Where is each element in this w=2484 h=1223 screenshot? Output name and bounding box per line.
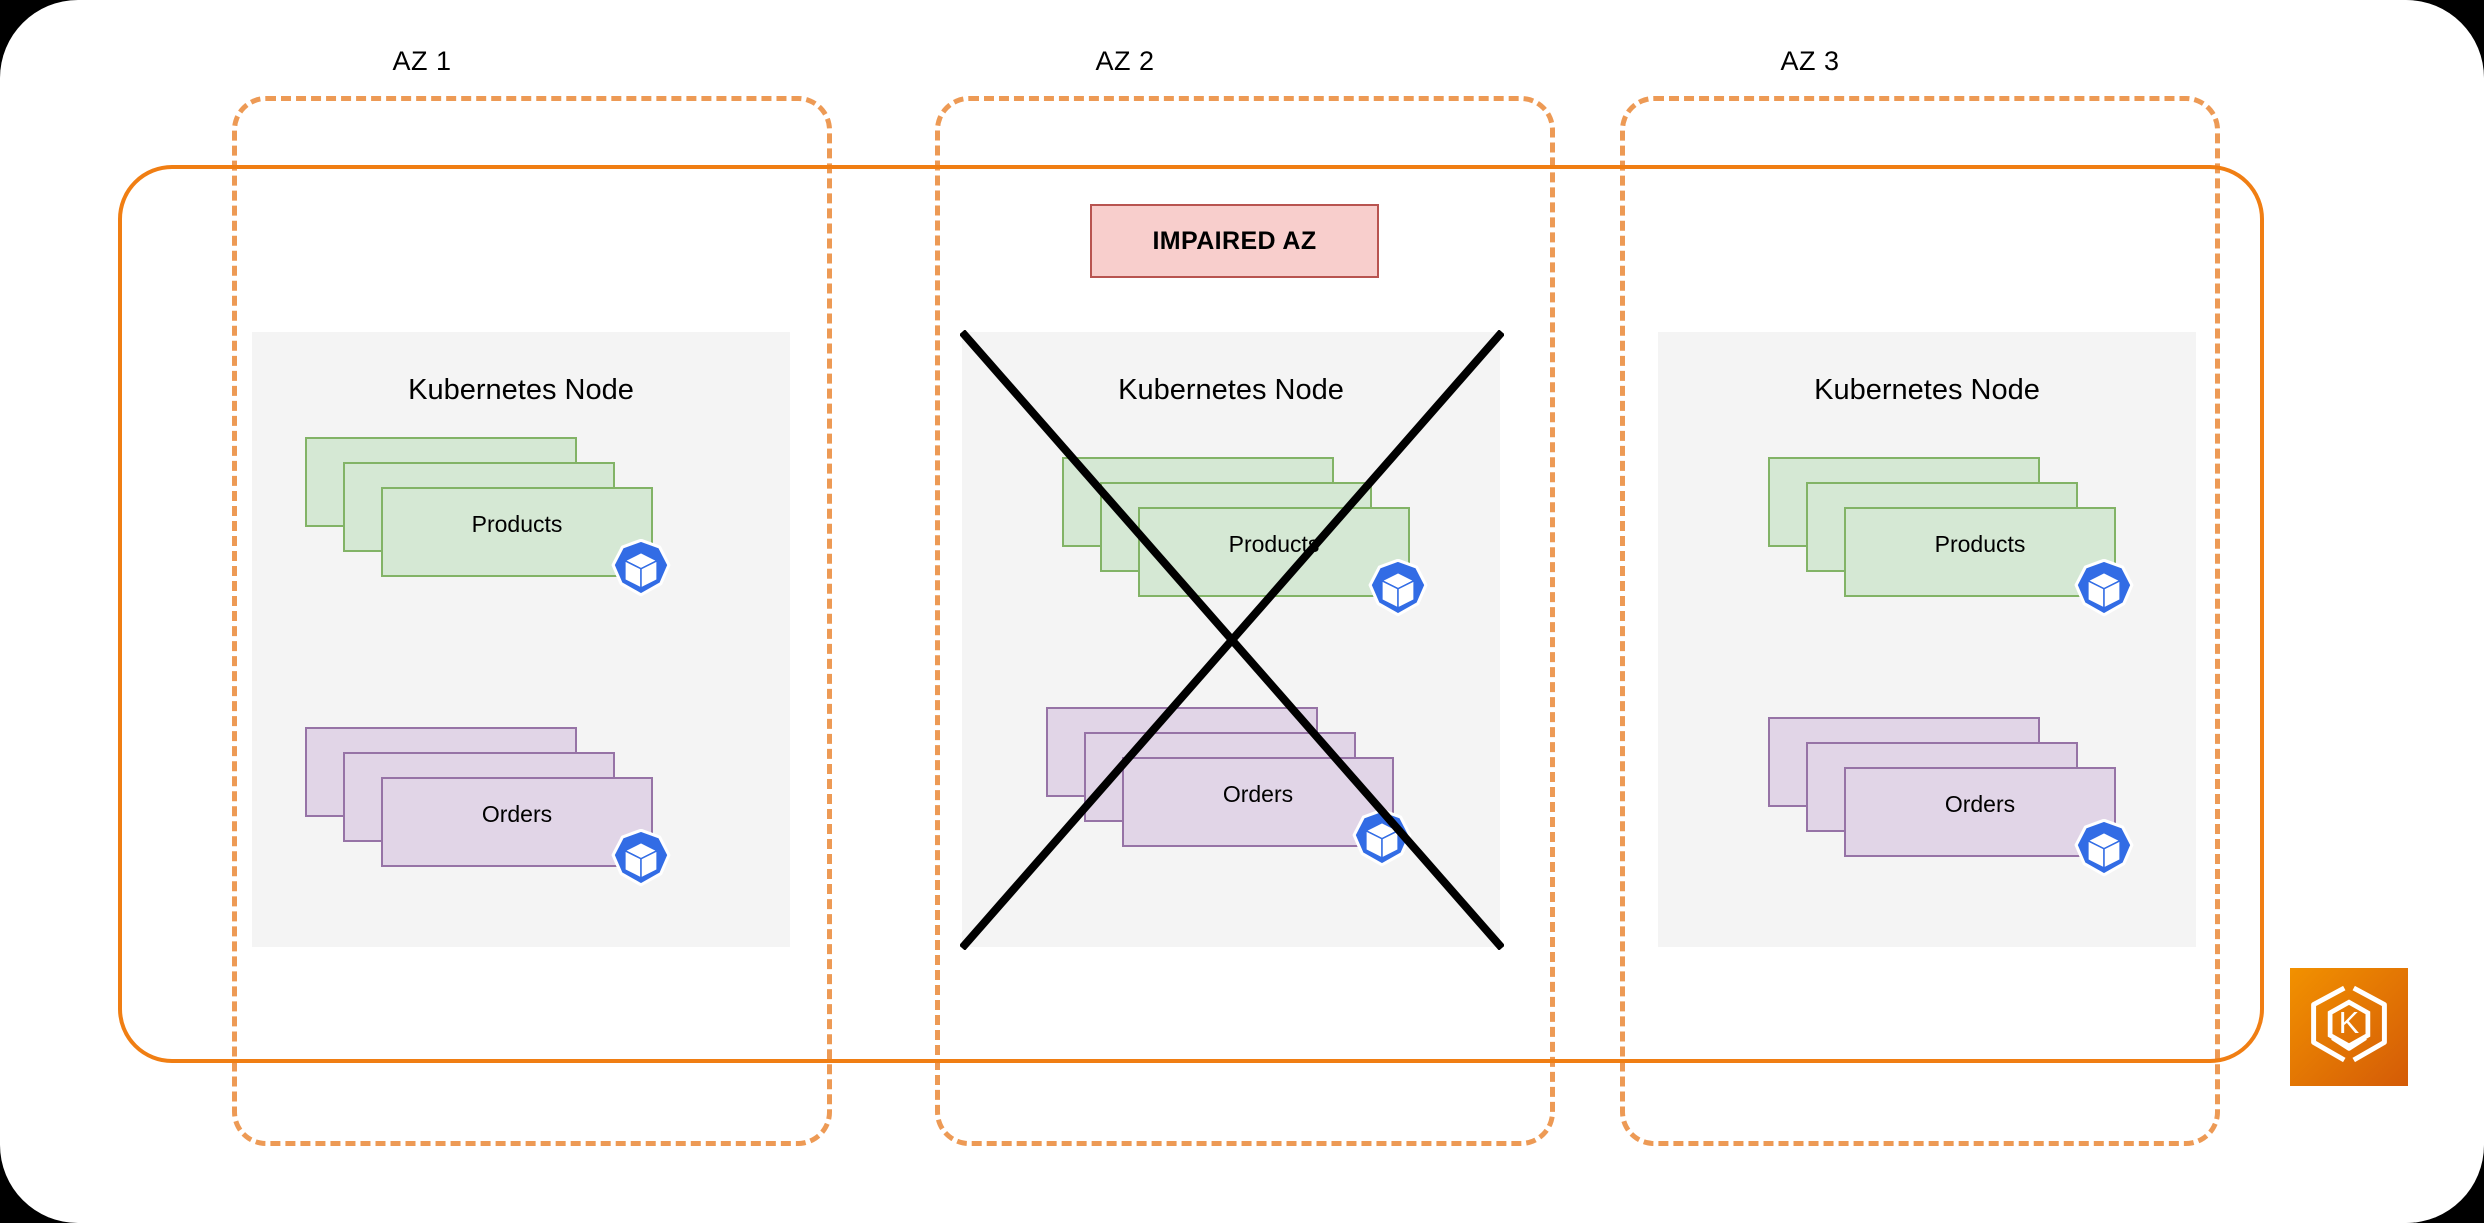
workload-stack-az2-products: Products [1062, 457, 1428, 617]
eks-logo-letter: K [2339, 1006, 2360, 1040]
az-label-3: AZ 3 [1780, 46, 1840, 76]
node-title-az3: Kubernetes Node [1814, 374, 2040, 406]
kubernetes-icon [1367, 559, 1429, 621]
az-boundary-3 [1620, 96, 2220, 1146]
workload-label-orders-az3: Orders [1944, 791, 2016, 817]
workload-label-products-az2: Products [1228, 531, 1320, 557]
pod-replica[interactable]: Orders [1844, 767, 2116, 857]
workload-label-orders-az2: Orders [1222, 781, 1294, 807]
node-title-az2: Kubernetes Node [1118, 374, 1344, 406]
pod-replica[interactable]: Orders [381, 777, 653, 867]
workload-stack-az1-products: Products [305, 437, 671, 597]
pod-replica[interactable]: Products [1844, 507, 2116, 597]
pod-replica[interactable]: Products [381, 487, 653, 577]
az-boundary-2 [935, 96, 1555, 1146]
az-label-2: AZ 2 [1095, 46, 1155, 76]
kubernetes-icon [610, 829, 672, 891]
workload-label-products-az3: Products [1934, 531, 2026, 557]
workload-stack-az3-orders: Orders [1768, 717, 2134, 877]
node-title-az1: Kubernetes Node [408, 374, 634, 406]
workload-label-orders-az1: Orders [481, 801, 553, 827]
impaired-az-label: IMPAIRED AZ [1152, 226, 1317, 255]
kubernetes-icon [2073, 819, 2135, 881]
kubernetes-icon [610, 539, 672, 601]
az-label-1: AZ 1 [392, 46, 452, 76]
aws-eks-icon: K [2290, 968, 2408, 1086]
az-boundary-1 [232, 96, 832, 1146]
workload-stack-az2-orders: Orders [1046, 707, 1412, 867]
kubernetes-icon [2073, 559, 2135, 621]
node-panel-az2: Kubernetes Node [962, 332, 1500, 947]
workload-stack-az3-products: Products [1768, 457, 2134, 617]
cluster-boundary [118, 165, 2264, 1063]
workload-stack-az1-orders: Orders [305, 727, 671, 887]
workload-label-products-az1: Products [471, 511, 563, 537]
impaired-az-badge: IMPAIRED AZ [1090, 204, 1379, 278]
kubernetes-icon [1351, 809, 1413, 871]
